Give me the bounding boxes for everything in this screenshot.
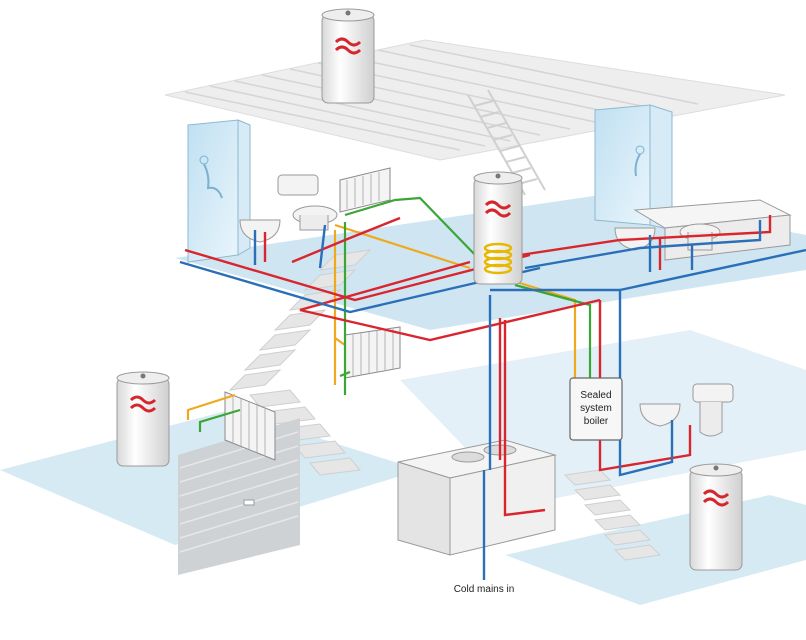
cold-pipe-segment xyxy=(524,220,762,270)
cylinder-garage xyxy=(116,371,170,467)
basin-left xyxy=(239,219,281,243)
front-staircase xyxy=(563,469,662,561)
cold-pipe-segment xyxy=(618,420,674,477)
hot-pipe-segment xyxy=(184,248,531,302)
hot-pipe-segment xyxy=(598,425,692,472)
roof-joists xyxy=(164,39,786,161)
boiler-label-line-2: system xyxy=(580,403,612,414)
heating-return-pipes xyxy=(198,196,592,432)
radiator-upper xyxy=(339,167,391,213)
kitchen-sink-unit xyxy=(397,439,557,556)
hot-water-pipes xyxy=(184,215,772,517)
cold-pipe-segment xyxy=(619,248,806,292)
shower-cubicle-left xyxy=(187,119,251,263)
cylinder-upper-floor xyxy=(473,171,523,285)
cold-mains-label: Cold mains in xyxy=(454,584,515,595)
hot-pipe-segment xyxy=(519,215,772,257)
hot-pipe-segment xyxy=(299,260,601,342)
cylinder-loft xyxy=(321,8,375,104)
heating-coil xyxy=(483,242,513,275)
boiler-label-line-1: Sealed xyxy=(580,390,611,401)
return-pipe-segment xyxy=(514,283,592,378)
cylinder-ground-right xyxy=(689,463,743,571)
flow-pipe-segment xyxy=(334,337,346,346)
loft-ladder xyxy=(467,89,546,196)
basin-downstairs xyxy=(639,403,681,427)
cold-pipe-segment xyxy=(318,224,327,269)
cold-mains-annotation: Cold mains in xyxy=(454,555,515,595)
radiator-middle xyxy=(344,326,401,379)
cold-water-pipes xyxy=(179,220,806,555)
hot-pipe-segment xyxy=(503,320,546,517)
shower-cubicle-right xyxy=(594,104,673,231)
return-pipe-segment xyxy=(198,408,241,432)
hot-pipe-segment xyxy=(291,216,401,264)
boiler-label-line-3: boiler xyxy=(584,416,609,427)
return-pipe-segment xyxy=(344,196,481,261)
radiator-garage xyxy=(224,391,276,461)
toilet-left xyxy=(277,174,338,231)
sealed-system-boiler: Sealed system boiler xyxy=(569,377,623,441)
toilet-downstairs xyxy=(692,383,734,437)
flow-pipe-segment xyxy=(186,393,236,420)
return-pipe-segment xyxy=(339,370,351,378)
